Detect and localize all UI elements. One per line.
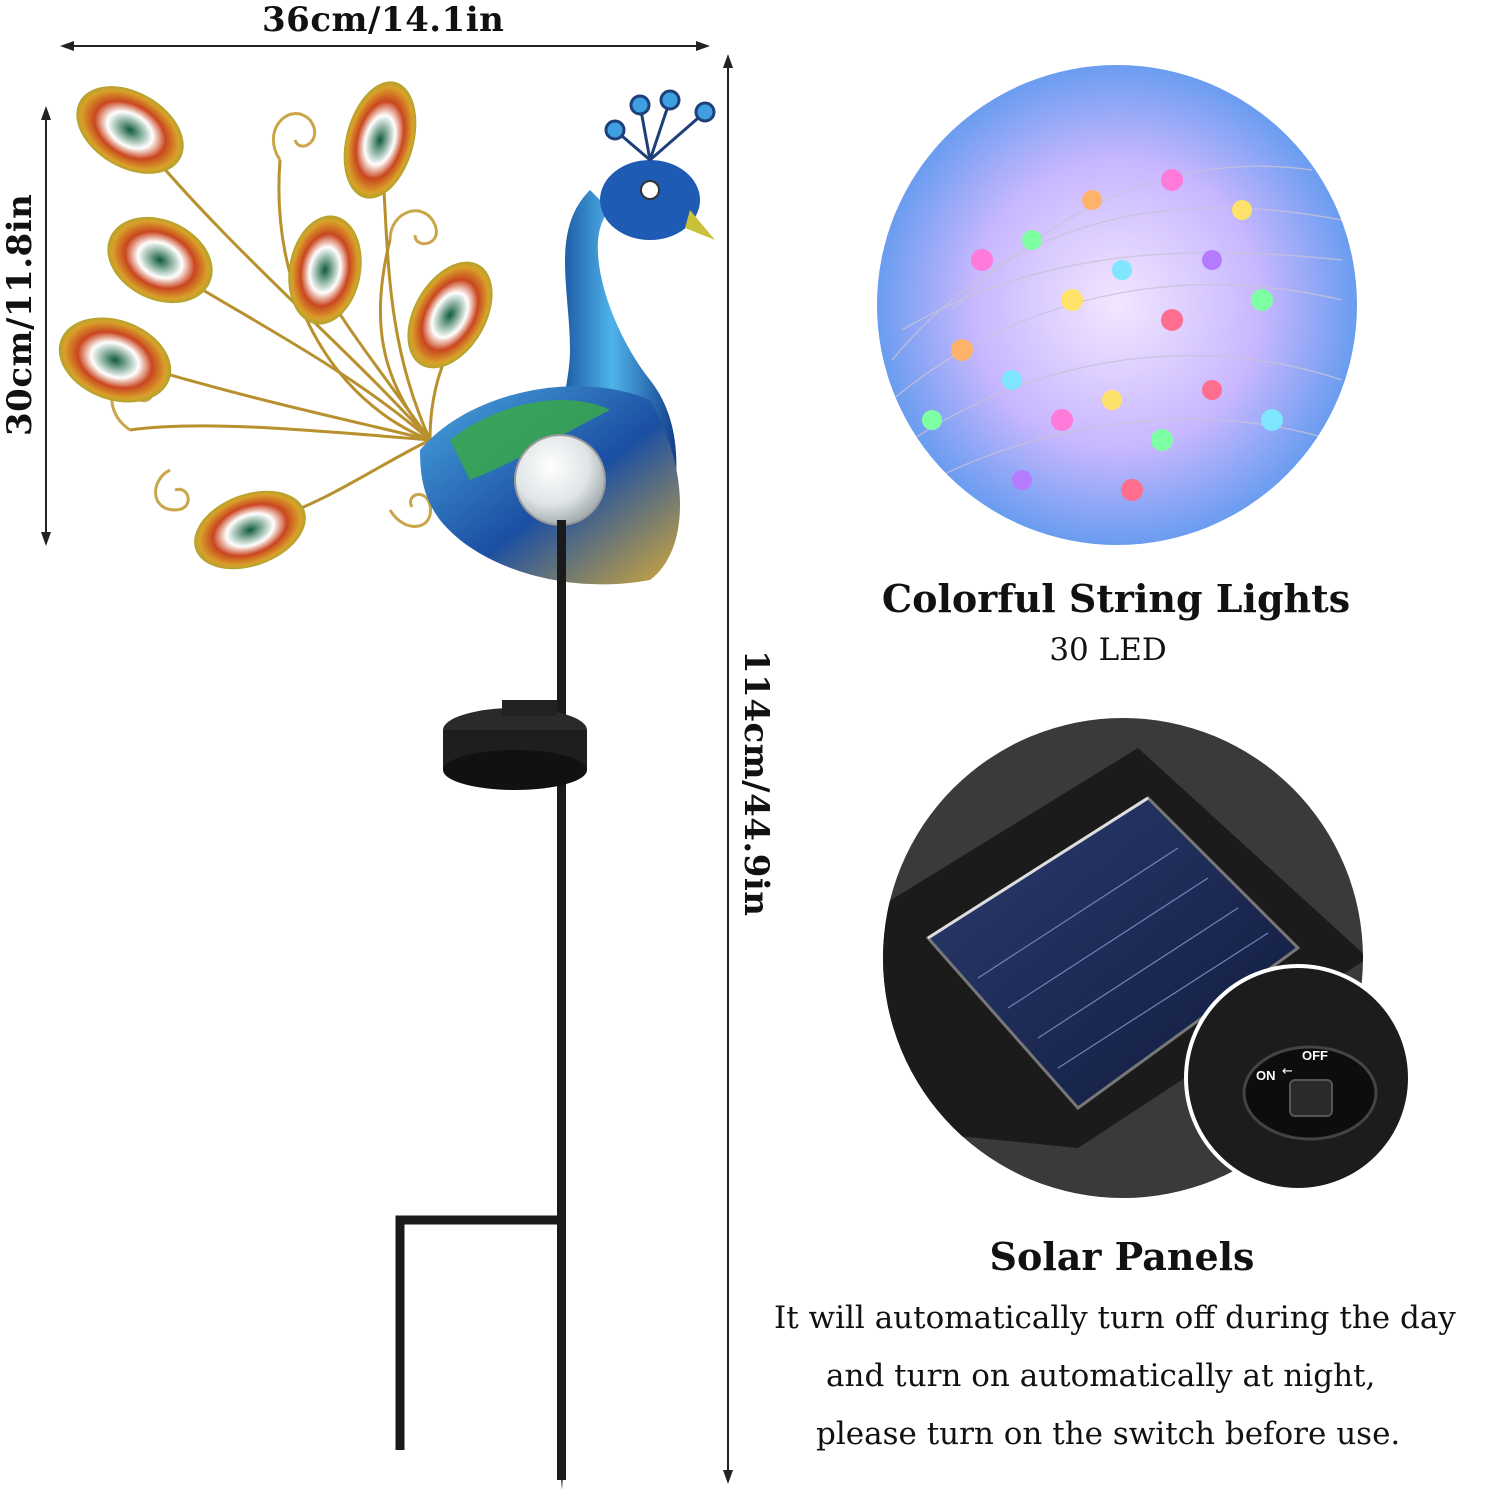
- string-lights-title: Colorful String Lights: [881, 576, 1351, 621]
- width-dimension-label: 36cm/14.1in: [262, 0, 505, 40]
- peacock-solar-stake-icon: [58, 81, 716, 1490]
- solar-panel-icon: ON OFF ←: [883, 718, 1412, 1198]
- switch-arrow-icon: ←: [1282, 1064, 1293, 1079]
- total-height-dimension-arrow: [723, 54, 733, 1484]
- height-dimension-arrow: [41, 106, 51, 546]
- height-dimension-label: 30cm/11.8in: [0, 193, 40, 436]
- string-lights-subtitle: 30 LED: [1049, 632, 1167, 668]
- switch-on-label: ON: [1256, 1068, 1276, 1083]
- colorful-string-lights-icon: [877, 65, 1357, 545]
- solar-panels-title: Solar Panels: [989, 1234, 1255, 1279]
- solar-description-line-3: please turn on the switch before use.: [816, 1416, 1401, 1452]
- width-dimension-arrow: [60, 41, 710, 51]
- switch-off-label: OFF: [1302, 1048, 1328, 1063]
- solar-description-line-1: It will automatically turn off during th…: [774, 1300, 1456, 1336]
- solar-description-line-2: and turn on automatically at night,: [826, 1358, 1376, 1394]
- total-height-dimension-label: 114cm/44.9in: [736, 650, 776, 917]
